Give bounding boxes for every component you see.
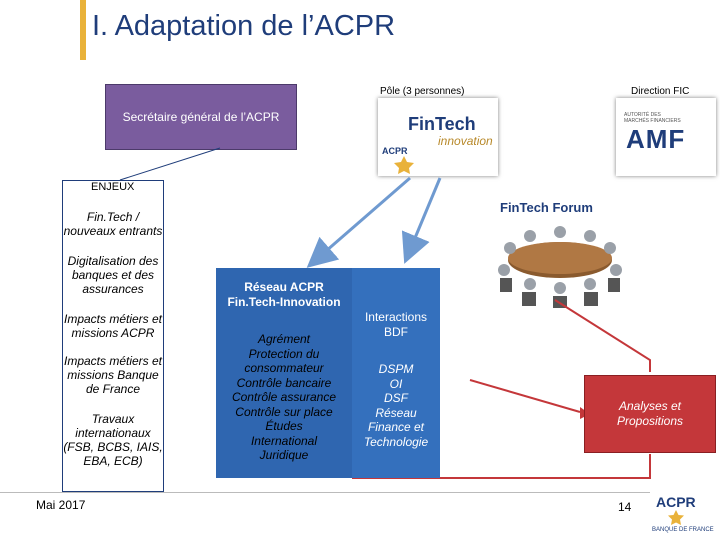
pole-label: Pôle (3 personnes)	[380, 86, 465, 97]
reseau-line: Contrôle bancaire	[236, 375, 332, 390]
page-number: 14	[618, 500, 632, 514]
innovation-logo-text: innovation	[438, 134, 493, 148]
interactions-heading: Interactions BDF	[364, 310, 428, 339]
amf-logo: AUTORITÉ DES MARCHÉS FINANCIERS AMF	[616, 98, 716, 176]
reseau-line: Contrôle assurance	[231, 390, 337, 404]
reseau-line: Protection du consommateur	[244, 346, 324, 376]
footer-logo-subtext: BANQUE DE FRANCE	[652, 527, 714, 533]
amf-small-text: AUTORITÉ DES MARCHÉS FINANCIERS	[624, 112, 681, 124]
interactions-box: Interactions BDF DSPM OI DSF Réseau Fina…	[352, 268, 440, 478]
footer-date: Mai 2017	[36, 498, 86, 512]
interactions-line: OI	[389, 376, 403, 391]
analyses-box: Analyses et Propositions	[584, 375, 716, 453]
fintech-forum-label: FinTech Forum	[500, 200, 593, 215]
direction-label: Direction FIC	[631, 86, 690, 97]
reseau-line: Agrément	[257, 332, 311, 346]
reseau-line: Juridique	[259, 448, 309, 462]
enjeux-item: Impacts métiers et missions Banque de Fr…	[63, 354, 163, 396]
reseau-heading: Réseau ACPR Fin.Tech-Innovation	[227, 280, 341, 309]
footer-divider	[0, 492, 650, 493]
reseau-line: Études	[265, 419, 303, 433]
acpr-small-logo-text: ACPR	[382, 146, 408, 156]
amf-logo-text: AMF	[626, 124, 686, 154]
title-accent-bar	[80, 0, 86, 60]
acpr-star-icon	[394, 156, 414, 174]
interactions-line: Réseau Finance et Technologie	[363, 405, 429, 449]
interactions-line: DSF	[384, 391, 408, 405]
page-title: I. Adaptation de l’ACPR	[92, 10, 396, 42]
enjeux-box	[62, 180, 164, 492]
reseau-line: International	[250, 433, 318, 448]
footer-star-icon	[668, 510, 684, 525]
secretaire-general-box: Secrétaire général de l’ACPR	[105, 84, 297, 150]
fintech-logo-text: FinTech	[408, 114, 476, 134]
enjeux-item: Digitalisation des banques et des assura…	[67, 254, 159, 296]
enjeux-item: Travaux internationaux (FSB, BCBS, IAIS,…	[63, 412, 163, 468]
enjeux-item: Fin.Tech / nouveaux entrants	[63, 210, 163, 238]
footer-acpr-logo: ACPR BANQUE DE FRANCE	[652, 490, 714, 536]
fintech-innovation-logo: FinTech innovation ACPR	[378, 98, 498, 176]
meeting-table-icon	[498, 226, 622, 308]
reseau-line: Contrôle sur place	[235, 404, 333, 419]
enjeux-item: Impacts métiers et missions ACPR	[63, 312, 163, 340]
footer-logo-text: ACPR	[656, 494, 696, 510]
reseau-box: Réseau ACPR Fin.Tech-Innovation Agrément…	[216, 268, 352, 478]
enjeux-label: ENJEUX	[91, 181, 135, 193]
secretaire-general-label: Secrétaire général de l’ACPR	[122, 110, 280, 124]
analyses-label: Analyses et Propositions	[616, 399, 684, 428]
interactions-line: DSPM	[378, 362, 414, 376]
